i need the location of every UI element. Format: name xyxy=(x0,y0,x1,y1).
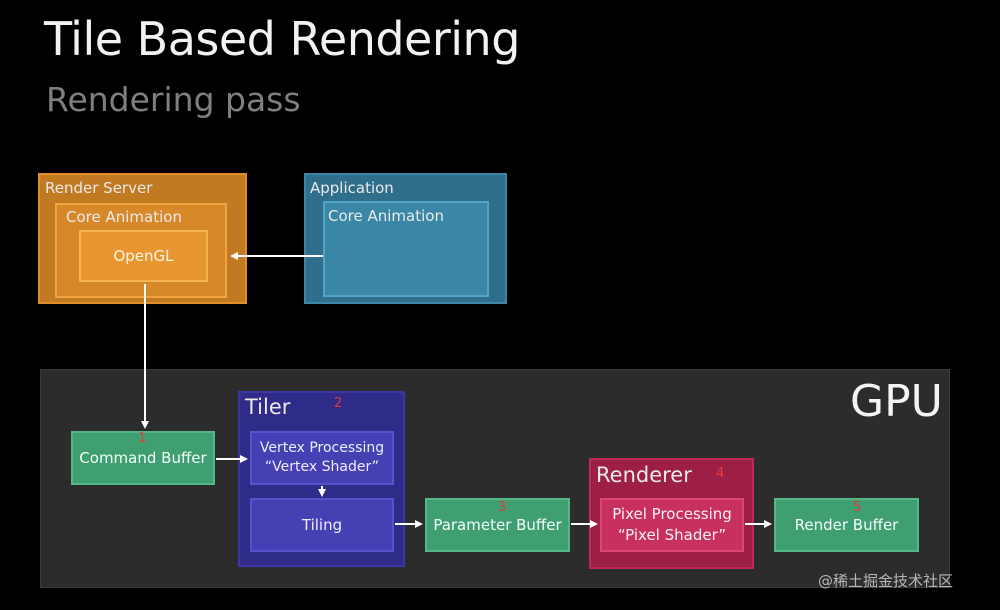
watermark-text: @稀土掘金技术社区 xyxy=(818,572,954,590)
pixel-processing-box: Pixel Processing “Pixel Shader” xyxy=(600,498,744,552)
tiler-step-number: 2 xyxy=(334,396,343,411)
tiling-label: Tiling xyxy=(301,516,343,534)
vertex-processing-box: Vertex Processing “Vertex Shader” xyxy=(250,431,394,485)
tiler-label: Tiler xyxy=(245,395,291,419)
parameter-buffer-step-number: 3 xyxy=(498,500,507,515)
vertex-shader-label: “Vertex Shader” xyxy=(264,459,380,475)
opengl-box: OpenGL xyxy=(79,230,208,282)
application-core-animation-box xyxy=(323,201,489,297)
slide-title: Tile Based Rendering xyxy=(44,12,520,66)
command-buffer-step-number: 1 xyxy=(138,431,147,446)
tiling-box: Tiling xyxy=(250,498,394,552)
render-server-core-animation-label: Core Animation xyxy=(66,208,182,226)
render-server-label: Render Server xyxy=(45,179,153,197)
slide-subtitle: Rendering pass xyxy=(46,80,301,119)
pixel-processing-label: Pixel Processing xyxy=(612,505,732,523)
command-buffer-box: Command Buffer xyxy=(71,431,215,485)
command-buffer-label: Command Buffer xyxy=(79,448,207,467)
render-buffer-step-number: 5 xyxy=(853,500,862,515)
pixel-shader-label: “Pixel Shader” xyxy=(617,526,727,544)
gpu-label: GPU xyxy=(850,376,943,427)
render-buffer-label: Render Buffer xyxy=(794,515,899,534)
application-label: Application xyxy=(310,179,394,197)
application-core-animation-label: Core Animation xyxy=(328,207,444,225)
opengl-label: OpenGL xyxy=(113,247,174,265)
render-buffer-box: Render Buffer xyxy=(774,498,919,552)
vertex-processing-label: Vertex Processing xyxy=(259,440,385,456)
renderer-step-number: 4 xyxy=(716,466,725,481)
parameter-buffer-label: Parameter Buffer xyxy=(433,515,562,534)
renderer-label: Renderer xyxy=(596,463,692,487)
parameter-buffer-box: Parameter Buffer xyxy=(425,498,570,552)
